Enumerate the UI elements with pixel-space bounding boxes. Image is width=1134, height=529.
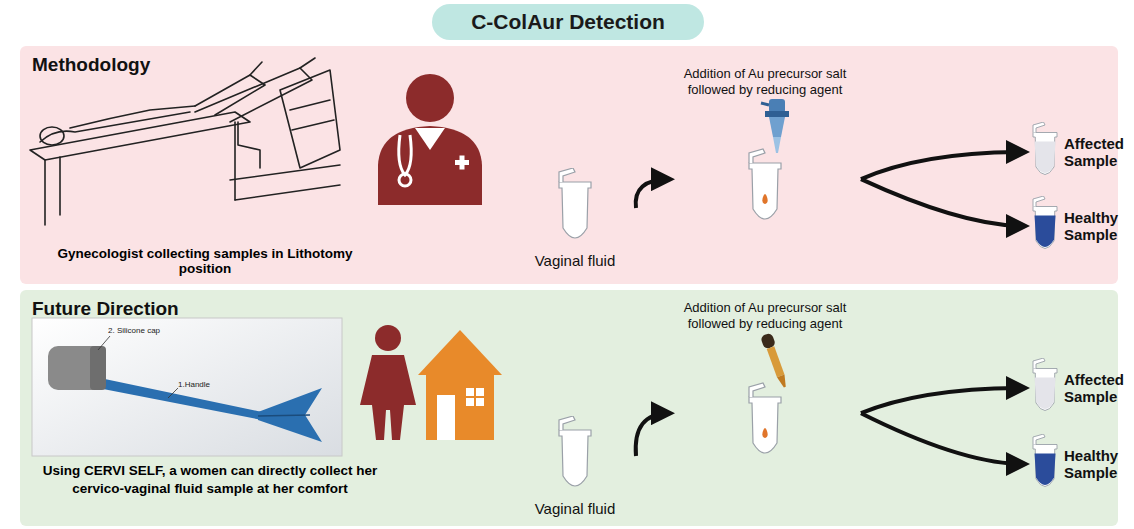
node-text: Healthy Sample [1064, 209, 1130, 244]
node-text: Future Direction [32, 298, 179, 320]
node-text: Addition of Au precursor salt followed b… [675, 300, 855, 331]
sample-tube: Vaginal fluid [520, 416, 630, 517]
caption-note: Gynecologist collecting samples in Litho… [30, 246, 380, 276]
flow-arrow [636, 413, 669, 456]
sample-tube: Vaginal fluid [520, 168, 630, 269]
sample-tube: Addition of Au precursor salt followed b… [675, 66, 855, 229]
tube-symbol [555, 168, 595, 248]
tube-symbol [705, 99, 825, 229]
flow-arrow [861, 413, 1024, 464]
node-text: Addition of Au precursor salt followed b… [675, 66, 855, 97]
node-text: C-ColAur Detection [471, 10, 665, 34]
tube-symbol [1030, 358, 1060, 418]
node-text: Healthy Sample [1064, 447, 1130, 482]
flow-arrow [636, 179, 669, 208]
part-label: 1.Handle [178, 380, 248, 389]
node-text: Affected Sample [1064, 371, 1130, 406]
sample-tube: Affected Sample [1030, 358, 1134, 418]
part-label: 2. Silicone cap [108, 326, 198, 335]
tube-symbol [1030, 434, 1060, 494]
tube-symbol [705, 333, 825, 463]
flow-arrow [861, 179, 1024, 226]
sample-tube: Healthy Sample [1030, 434, 1134, 494]
flow-arrow [861, 388, 1024, 413]
tube-symbol [555, 416, 595, 496]
tube-symbol [1030, 122, 1060, 182]
tube-symbol [1030, 196, 1060, 256]
node-text: Affected Sample [1064, 135, 1130, 170]
caption-note: Using CERVI SELF, a women can directly c… [30, 462, 390, 497]
sample-tube: Healthy Sample [1030, 196, 1134, 256]
title-pill: C-ColAur Detection [432, 4, 704, 40]
sample-tube: Affected Sample [1030, 122, 1134, 182]
flow-arrow [861, 152, 1024, 179]
node-text: Vaginal fluid [520, 252, 630, 269]
node-text: Vaginal fluid [520, 500, 630, 517]
node-text: Methodology [32, 54, 150, 76]
sample-tube: Addition of Au precursor salt followed b… [675, 300, 855, 463]
